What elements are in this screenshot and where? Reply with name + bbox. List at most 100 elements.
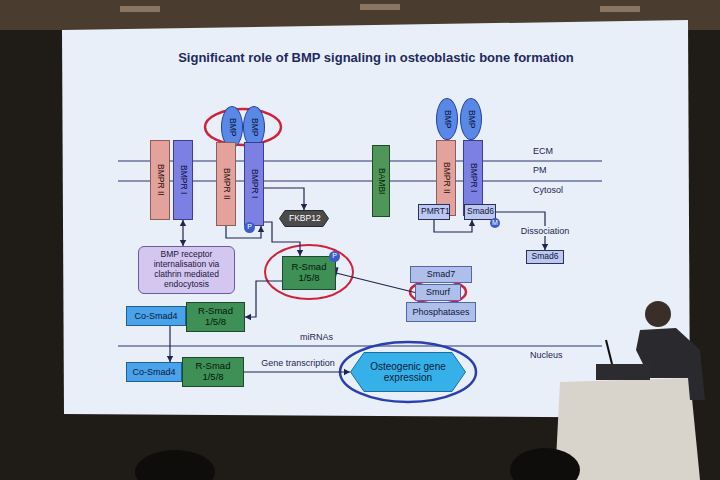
- connector: [244, 369, 350, 375]
- ceiling-light: [600, 6, 640, 12]
- receptor-box: BMPR I: [173, 140, 193, 220]
- smad-box: R-Smad 1/5/8: [182, 357, 244, 387]
- node-content: Smad7: [427, 269, 456, 279]
- node-text: BMP: [249, 118, 259, 136]
- ceiling-light: [120, 6, 160, 12]
- node-content: P: [247, 223, 252, 231]
- pseudoreceptor-box: BAMBI: [372, 145, 390, 217]
- node-content: BMPR I: [178, 165, 188, 194]
- smad-box: R-Smad 1/5/8: [282, 256, 336, 290]
- node-content: R-Smad 1/5/8: [188, 361, 238, 383]
- receptor-box: BMPR I: [244, 142, 264, 226]
- node-text: Co-Smad4: [134, 311, 177, 321]
- arrow-head: [469, 220, 475, 226]
- node-content: Co-Smad4: [132, 367, 175, 377]
- highlight-ellipse: [265, 245, 353, 299]
- node-content: BAMBI: [376, 168, 386, 194]
- node-text: BMPR I: [178, 165, 188, 194]
- node-text: BMP: [466, 110, 476, 128]
- connector: [264, 222, 303, 256]
- slide: [62, 20, 690, 418]
- node-content: BMP: [249, 118, 259, 136]
- node-content: BMP: [466, 110, 476, 128]
- highlight-ellipse: [410, 280, 466, 304]
- outcome-hexagon: Osteogenic gene expression: [350, 352, 466, 392]
- phospho-dot: P: [244, 222, 255, 233]
- node-content: BMP: [227, 118, 237, 136]
- node-text: M: [492, 219, 498, 227]
- protein-box: Smad6: [526, 250, 564, 264]
- laptop: [596, 364, 650, 380]
- process-box: BMP receptor internalisation via clathri…: [138, 246, 235, 294]
- node-text: BAMBI: [376, 168, 386, 194]
- node-text: BMP receptor internalisation via clathri…: [144, 250, 229, 289]
- node-text: P: [247, 223, 252, 231]
- receptor-box: BMPR II: [216, 142, 236, 226]
- connector-line: [245, 281, 282, 317]
- connector: [434, 220, 475, 232]
- hexagon-shape: [280, 211, 329, 227]
- node-text: R-Smad 1/5/8: [188, 361, 238, 383]
- highlight-ellipse: [340, 342, 476, 402]
- node-content: Smurf: [426, 287, 450, 297]
- arrow-head: [245, 314, 251, 320]
- node-text: Phosphatases: [412, 307, 469, 317]
- ligand-oval: BMP: [460, 98, 482, 140]
- connector-line: [244, 371, 350, 372]
- node-content: Co-Smad4: [134, 311, 177, 321]
- node-text: BMP: [442, 110, 452, 128]
- smad-box: R-Smad 1/5/8: [186, 302, 245, 332]
- node-content: BMPR I: [468, 163, 478, 192]
- speaker-head: [645, 301, 671, 327]
- node-content: P: [332, 252, 337, 260]
- connector-line: [434, 220, 472, 232]
- node-text: PMRT1: [421, 207, 447, 217]
- protein-box: Smad6: [464, 204, 496, 220]
- node-content: M: [492, 219, 498, 227]
- node-content: PMRT1: [421, 207, 447, 217]
- smad-box: Co-Smad4: [126, 306, 186, 326]
- node-content: Phosphatases: [412, 307, 469, 317]
- phospho-dot: P: [329, 251, 340, 262]
- connector: [335, 267, 415, 292]
- node-text: Smad7: [427, 269, 456, 279]
- node-text: Smad6: [467, 207, 493, 217]
- node-content: BMP: [442, 110, 452, 128]
- arrow-head: [344, 369, 350, 375]
- microphone: [606, 340, 612, 364]
- node-text: BMP: [227, 118, 237, 136]
- arrow-head: [180, 220, 186, 226]
- layer-label: ECM: [533, 146, 553, 156]
- node-text: FKBP12: [289, 214, 319, 224]
- layer-label: Cytosol: [533, 185, 563, 195]
- node-text: BMPR I: [249, 169, 259, 198]
- layer-label: PM: [533, 165, 547, 175]
- edge-label: Gene transcription: [259, 358, 337, 368]
- inhibitor-box: Phosphatases: [406, 302, 476, 322]
- node-text: BMPR II: [221, 168, 231, 200]
- methyl-dot: M: [490, 218, 500, 228]
- node-content: BMPR II: [441, 162, 451, 194]
- node-text: BMPR II: [441, 162, 451, 194]
- protein-hexagon: FKBP12: [279, 210, 329, 227]
- node-text: R-Smad 1/5/8: [288, 262, 330, 284]
- edge-label: Dissociation: [519, 226, 572, 236]
- connector-line: [264, 188, 304, 210]
- node-content: Smad6: [467, 207, 493, 217]
- arrow-head: [301, 204, 307, 210]
- node-text: BMPR II: [155, 164, 165, 196]
- node-content: R-Smad 1/5/8: [288, 262, 330, 284]
- nuclear-line: [118, 345, 602, 346]
- hexagon-shape: [351, 353, 466, 392]
- node-content: Osteogenic gene expression: [369, 361, 447, 384]
- protein-box: PMRT1: [418, 204, 450, 220]
- ceiling-light: [360, 4, 400, 10]
- node-content: BMPR II: [155, 164, 165, 196]
- layer-label: Nucleus: [530, 350, 563, 360]
- smad-box: Co-Smad4: [126, 362, 182, 382]
- audience-head: [510, 448, 580, 480]
- connector: [245, 281, 282, 320]
- node-text: Osteogenic gene expression: [369, 361, 447, 384]
